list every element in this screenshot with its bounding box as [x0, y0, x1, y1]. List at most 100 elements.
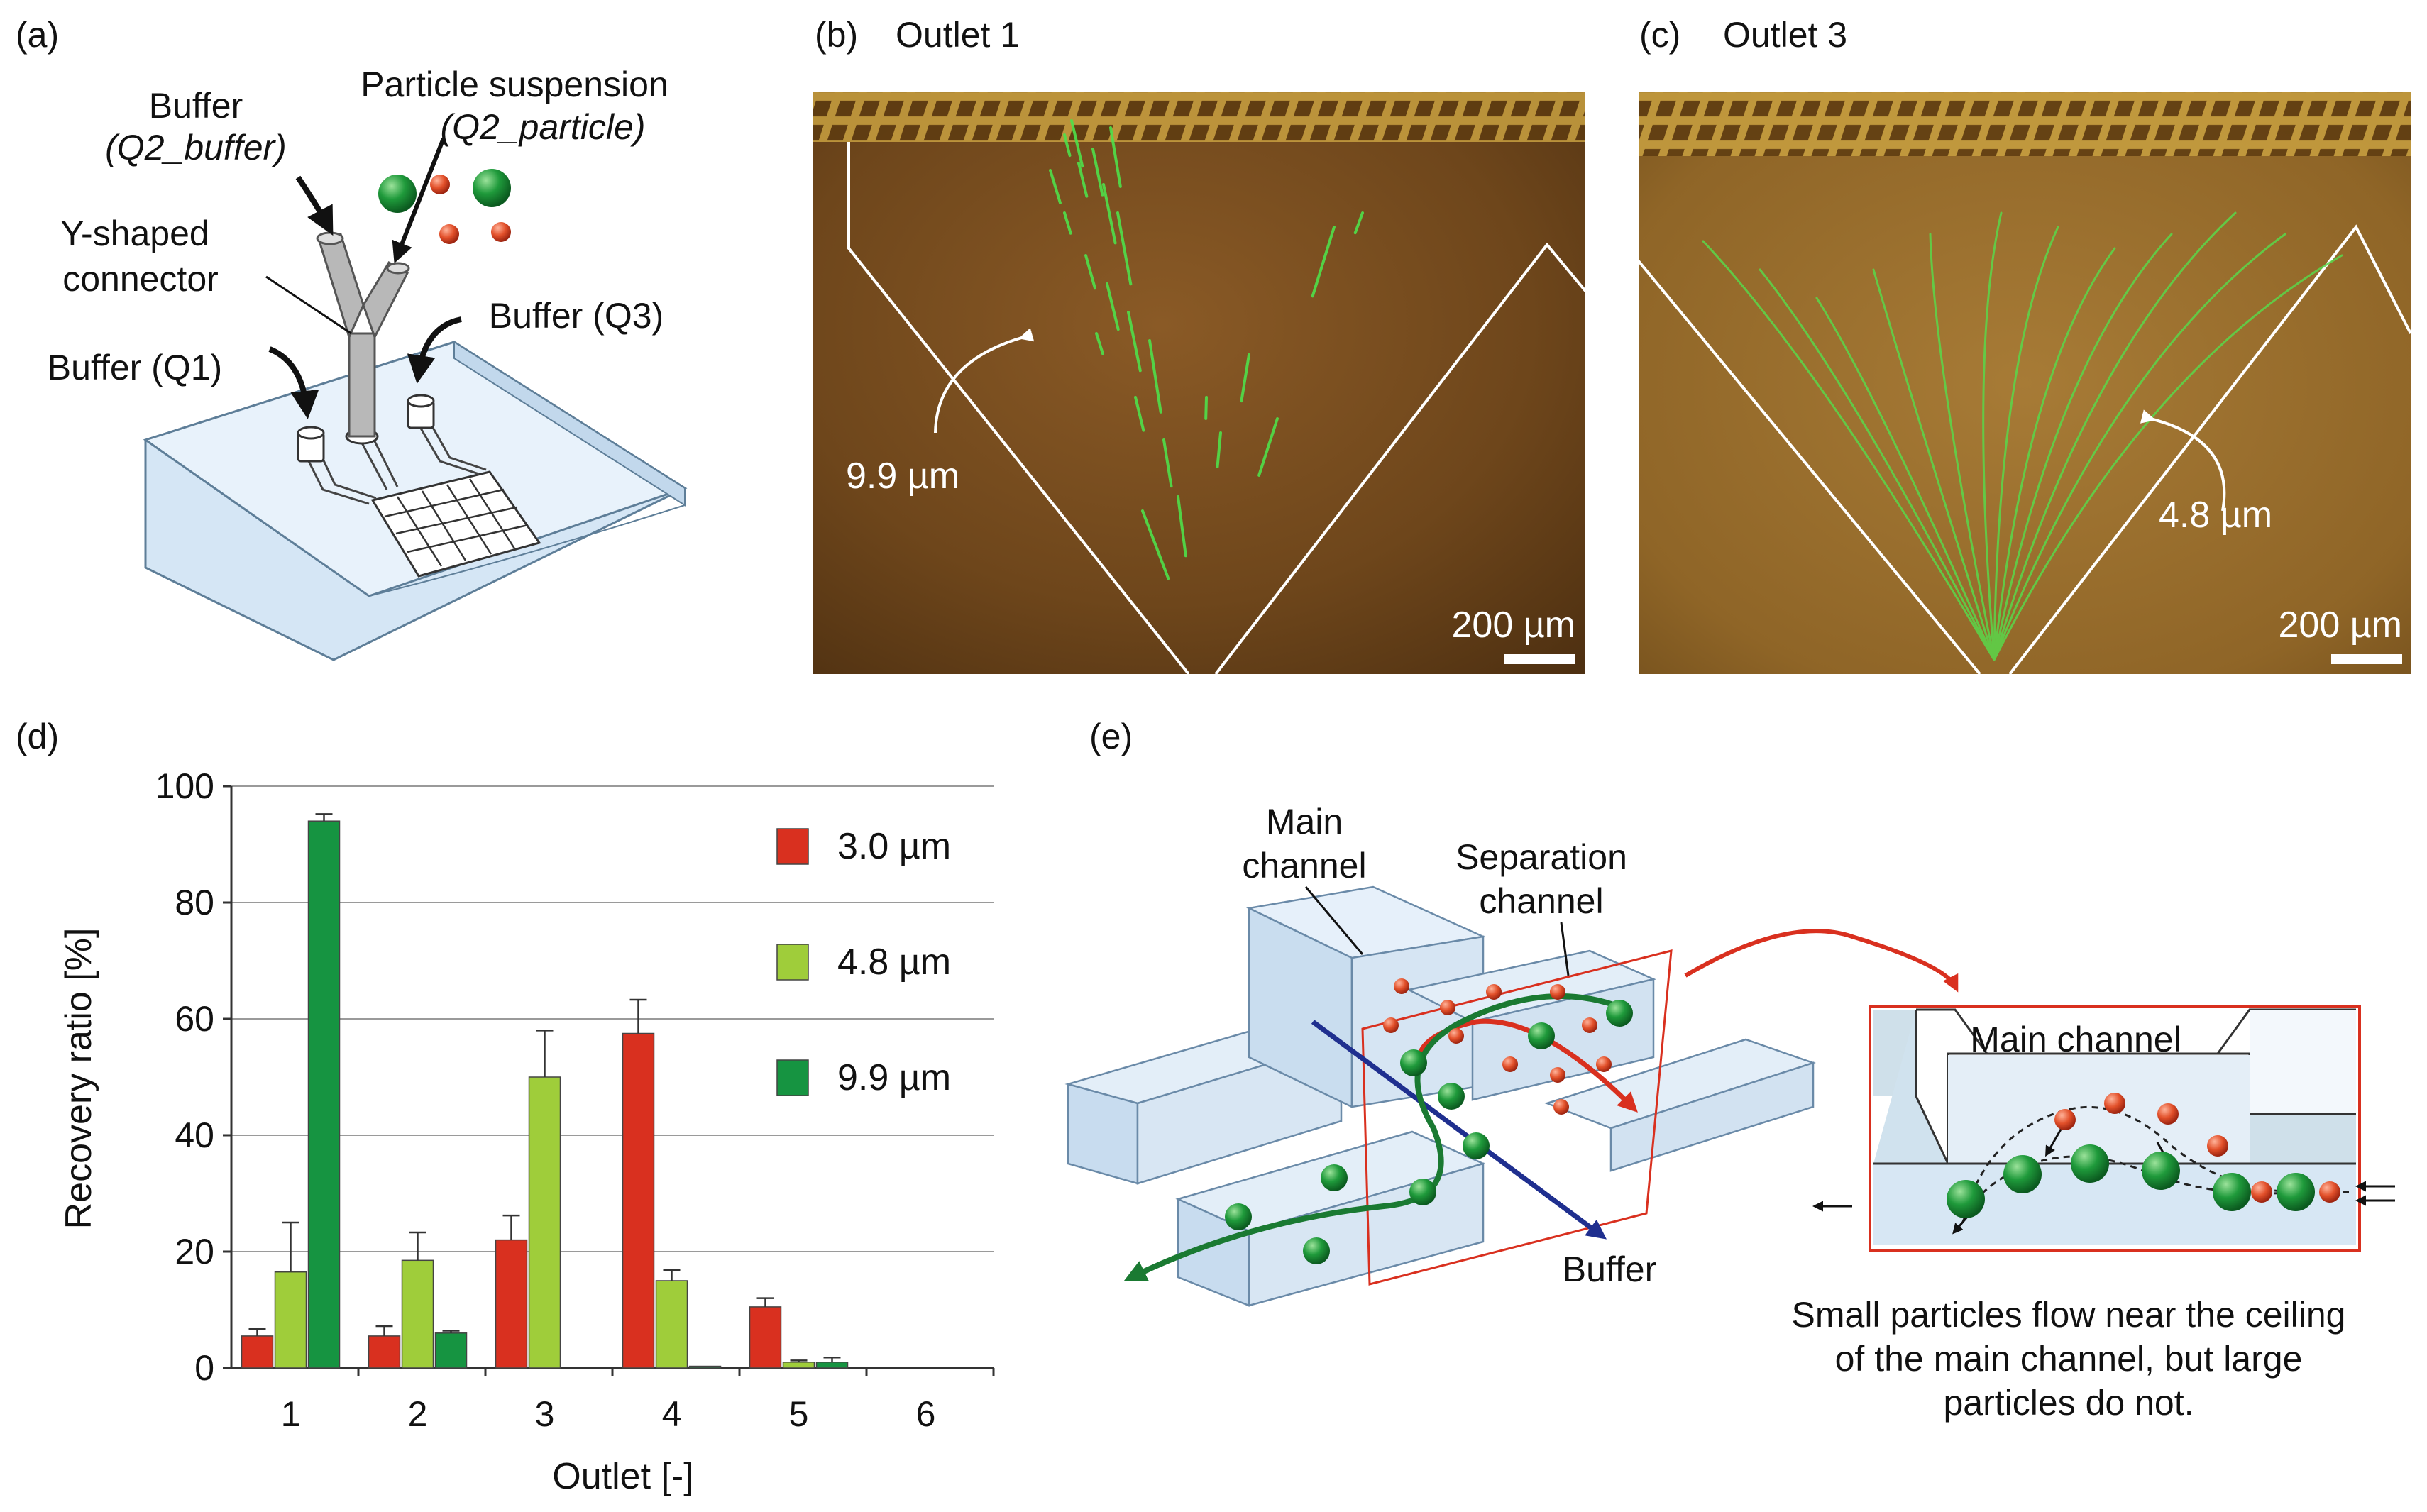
bar-9.9-outlet-4 [688, 1365, 722, 1369]
small-particle [1440, 1000, 1455, 1015]
y-tick-label: 60 [175, 999, 214, 1039]
particle-streak [1993, 233, 2173, 661]
large-particle [1438, 1083, 1465, 1110]
small-particle [1596, 1056, 1612, 1072]
main-channel-label-line2: channel [1242, 846, 1366, 885]
particle-streak [1116, 211, 1133, 286]
particle-streak [1993, 226, 2059, 661]
micrograph-outlet-1 [813, 92, 1587, 675]
particle-suspension-label: Particle suspension [361, 65, 668, 104]
panel-b-title: Outlet 1 [896, 15, 1020, 55]
legend-label: 3.0 µm [837, 826, 951, 867]
particle-streak [1216, 431, 1222, 468]
scale-label-b: 200 µm [1452, 605, 1575, 646]
particle-streak [1240, 353, 1250, 403]
panel-e: (e) [1064, 717, 2395, 1423]
large-particle [1400, 1049, 1427, 1076]
particle-streak [1127, 311, 1142, 373]
particle-streak [1929, 233, 1996, 661]
small-particle [1550, 1067, 1565, 1083]
x-tick-label: 4 [662, 1394, 682, 1434]
separation-channel-label-line2: channel [1479, 881, 1603, 921]
large-particle [1321, 1164, 1348, 1191]
large-particle [1225, 1203, 1252, 1230]
channel-diagram [1064, 885, 1959, 1307]
small-particle [1486, 984, 1502, 1000]
large-particle [2071, 1144, 2109, 1183]
scale-bar-c [2331, 654, 2402, 664]
particle-streak [1162, 438, 1173, 488]
x-tick-label: 5 [789, 1394, 809, 1434]
large-particle [2003, 1155, 2042, 1193]
particle-streak [1091, 148, 1104, 197]
x-tick-label: 6 [916, 1394, 936, 1434]
x-tick-label: 2 [408, 1394, 428, 1434]
small-particle [1394, 978, 1409, 994]
panel-c-label: (c) [1639, 15, 1680, 55]
particle-streak [1311, 226, 1336, 298]
inset-title: Main channel [1970, 1020, 2181, 1059]
particle-streak [1063, 211, 1072, 235]
y-axis-label: Recovery ratio [%] [58, 928, 99, 1230]
main-channel-label-line1: Main [1266, 802, 1343, 841]
bar-4.8-outlet-5 [782, 1362, 815, 1369]
scale-bar-b [1504, 654, 1575, 664]
y-tick-label: 40 [175, 1115, 214, 1155]
large-particle [1528, 1022, 1555, 1049]
device-chip [143, 231, 688, 661]
x-axis-label: Outlet [-] [552, 1456, 693, 1497]
panel-a: (a) [16, 15, 688, 661]
buffer-q2-label: (Q2_buffer) [105, 128, 287, 167]
small-particle [1550, 984, 1565, 1000]
particle-streak [1106, 282, 1120, 331]
bar-4.8-outlet-4 [655, 1280, 688, 1369]
large-particle [1606, 1000, 1633, 1027]
particle-streak [1102, 183, 1117, 245]
small-particle [2054, 1109, 2076, 1130]
bar-3.0-outlet-4 [622, 1032, 655, 1369]
y-tick-label: 80 [175, 883, 214, 922]
particle-streak [1702, 240, 1996, 661]
caption-line1: Small particles flow near the ceiling [1792, 1295, 2346, 1335]
bar-3.0-outlet-2 [368, 1335, 401, 1369]
legend-swatch [776, 828, 809, 865]
large-particle [2277, 1173, 2315, 1211]
bar-3.0-outlet-1 [241, 1335, 274, 1369]
bar-9.9-outlet-5 [815, 1362, 849, 1369]
large-particle [1303, 1237, 1330, 1264]
bar-4.8-outlet-2 [401, 1259, 434, 1369]
y-tick-label: 100 [155, 766, 214, 806]
legend-label: 4.8 µm [837, 942, 951, 983]
buffer-q3-label: Buffer (Q3) [489, 296, 664, 336]
bar-9.9-outlet-1 [307, 820, 341, 1369]
panel-d-label: (d) [16, 717, 59, 756]
x-tick-label: 3 [535, 1394, 555, 1434]
bar-3.0-outlet-5 [749, 1306, 782, 1369]
cross-section-inset [1812, 1005, 2395, 1252]
small-particle [1383, 1017, 1399, 1033]
particle-streak [1993, 247, 2116, 661]
panel-c-title: Outlet 3 [1723, 15, 1847, 55]
particle-streak [1070, 119, 1084, 168]
bar-4.8-outlet-1 [274, 1271, 307, 1369]
particle-streak [1759, 268, 1996, 661]
connector-label-line1: Y-shaped [60, 214, 209, 253]
small-particle [1582, 1017, 1597, 1033]
particle-streak [1257, 417, 1279, 477]
buffer-label: Buffer [149, 86, 243, 126]
buffer-q1-label: Buffer (Q1) [48, 348, 222, 387]
particle-streak [1134, 396, 1145, 432]
y-tick-label: 20 [175, 1232, 214, 1271]
large-particle [1947, 1180, 1985, 1218]
small-particle [2207, 1135, 2228, 1157]
caption-line3: particles do not. [1944, 1383, 2194, 1423]
small-particle [2157, 1103, 2179, 1125]
particle-streak [1109, 126, 1122, 188]
particle-size-label-c: 4.8 µm [2159, 495, 2272, 536]
large-particle [2213, 1173, 2251, 1211]
buffer-flow-label: Buffer [1563, 1249, 1657, 1289]
large-particle [2142, 1152, 2180, 1190]
legend-swatch [776, 1059, 809, 1096]
large-particle [1409, 1179, 1436, 1205]
